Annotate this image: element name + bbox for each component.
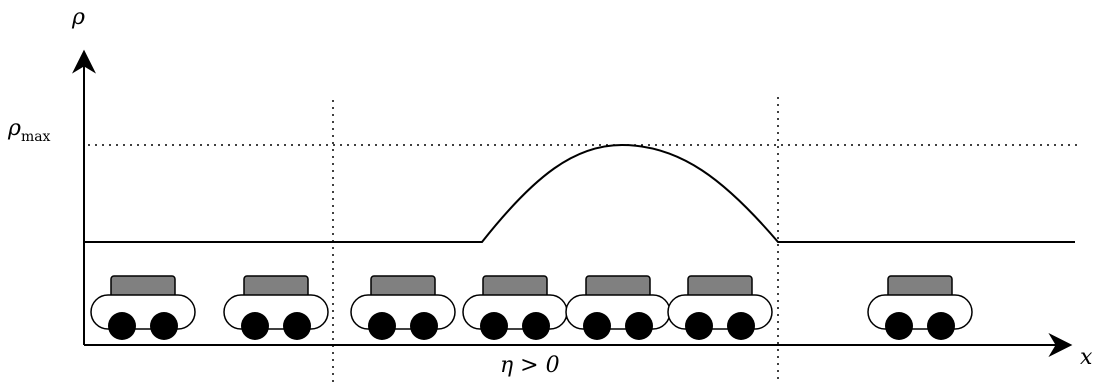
car: [667, 275, 773, 340]
eta-condition-label: η > 0: [500, 353, 560, 378]
car: [350, 275, 456, 340]
car-body: [667, 294, 773, 330]
car-body: [462, 294, 568, 330]
car-rear-wheel: [685, 312, 713, 340]
car-body: [867, 294, 973, 330]
car-body: [350, 294, 456, 330]
cars-layer: [90, 275, 973, 340]
car-front-wheel: [727, 312, 755, 340]
car-body: [565, 294, 671, 330]
car-rear-wheel: [108, 312, 136, 340]
car-body: [223, 294, 329, 330]
y-axis-label: ρ: [71, 5, 85, 30]
car-rear-wheel: [583, 312, 611, 340]
rho-max-label: ρmax: [7, 116, 51, 145]
car-front-wheel: [927, 312, 955, 340]
car-rear-wheel: [241, 312, 269, 340]
car: [90, 275, 196, 340]
car-rear-wheel: [480, 312, 508, 340]
x-axis-label: x: [1080, 345, 1093, 370]
car-body: [90, 294, 196, 330]
car-rear-wheel: [885, 312, 913, 340]
rho-max-symbol: ρ: [7, 116, 21, 141]
car-front-wheel: [410, 312, 438, 340]
car-front-wheel: [625, 312, 653, 340]
car: [223, 275, 329, 340]
rho-max-subscript: max: [21, 129, 51, 145]
car-front-wheel: [283, 312, 311, 340]
car: [462, 275, 568, 340]
car: [565, 275, 671, 340]
car: [867, 275, 973, 340]
car-front-wheel: [150, 312, 178, 340]
car-front-wheel: [522, 312, 550, 340]
density-curve: [84, 143, 1075, 243]
car-rear-wheel: [368, 312, 396, 340]
